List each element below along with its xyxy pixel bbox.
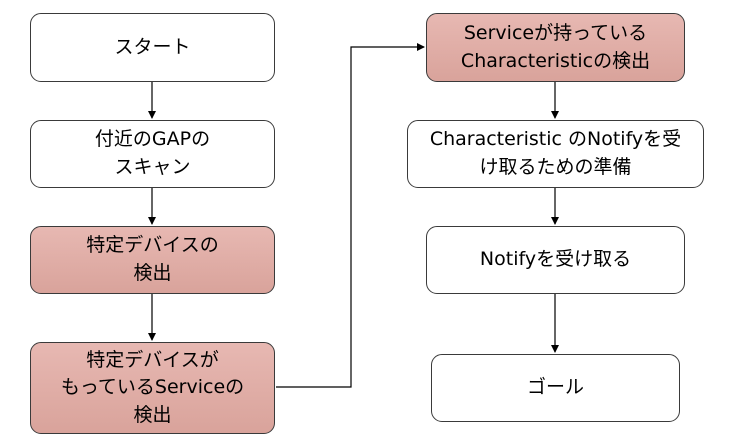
node-prepare-notify-line-2: け取るための準備 xyxy=(479,156,632,178)
node-detect-service: 特定デバイスが もっているServiceの 検出 xyxy=(30,342,275,434)
node-goal: ゴール xyxy=(431,354,680,422)
node-scan-line-1: 付近のGAPの xyxy=(94,128,211,151)
node-goal-line-1: ゴール xyxy=(526,376,584,399)
node-detect-device: 特定デバイスの 検出 xyxy=(30,226,275,294)
node-detect-service-line-1: 特定デバイスが xyxy=(86,348,219,371)
node-start-line-1: スタート xyxy=(114,35,191,58)
node-receive-notify-line-1: Notifyを受け取る xyxy=(479,248,632,271)
node-scan: 付近のGAPの スキャン xyxy=(30,120,275,188)
node-detect-characteristic: Serviceが持っている Characteristicの検出 xyxy=(426,13,685,82)
node-detect-characteristic-line-2: Characteristicの検出 xyxy=(460,49,651,72)
node-scan-line-2: スキャン xyxy=(114,156,191,178)
node-detect-service-line-2: もっているServiceの xyxy=(60,376,245,399)
node-detect-device-line-2: 検出 xyxy=(133,262,172,284)
node-detect-characteristic-line-1: Serviceが持っている xyxy=(463,21,648,44)
node-start: スタート xyxy=(30,13,275,82)
node-prepare-notify-line-1: Characteristic のNotifyを受 xyxy=(429,128,682,151)
node-receive-notify: Notifyを受け取る xyxy=(426,226,685,294)
node-detect-service-line-3: 検出 xyxy=(133,403,172,426)
edge-detect-service-to-detect-characteristic xyxy=(276,43,425,388)
node-prepare-notify: Characteristic のNotifyを受 け取るための準備 xyxy=(407,120,704,188)
node-detect-device-line-1: 特定デバイスの xyxy=(86,234,219,257)
